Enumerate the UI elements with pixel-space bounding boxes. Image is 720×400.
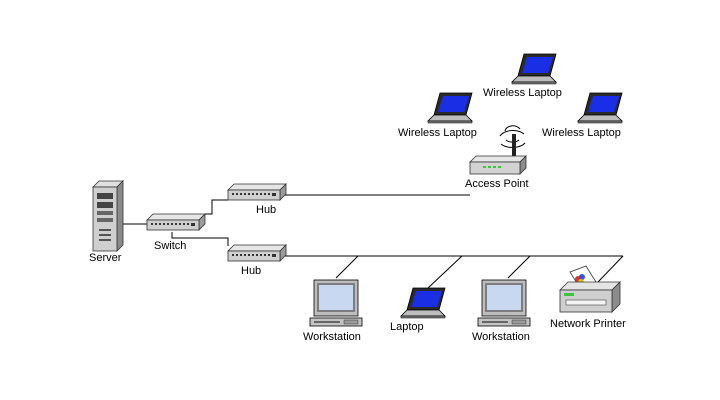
workstation-2-icon — [477, 279, 531, 327]
access-point-label: Access Point — [465, 178, 529, 190]
workstation-1-icon — [309, 279, 363, 327]
link-switch-hub-bottom — [171, 232, 229, 246]
switch-label: Switch — [154, 240, 187, 252]
network-printer-label: Network Printer — [550, 318, 626, 330]
laptop-label: Laptop — [390, 321, 424, 333]
network-printer-icon — [559, 265, 621, 313]
workstation-2-label: Workstation — [472, 331, 530, 343]
drop-workstation-1 — [335, 255, 359, 279]
server-icon — [92, 180, 124, 252]
laptop-icon — [400, 287, 446, 319]
connection-lines — [119, 194, 624, 289]
hub-top-icon — [227, 183, 287, 201]
wireless-laptop-left-icon — [427, 92, 473, 124]
link-server-switch — [119, 220, 148, 225]
wireless-laptop-top-icon — [511, 53, 557, 85]
drop-laptop — [427, 255, 463, 289]
hub-bottom-icon — [227, 244, 287, 262]
access-point-icon — [469, 125, 527, 175]
link-switch-hub-top — [205, 199, 228, 215]
drop-workstation-2 — [507, 255, 531, 279]
workstation-1-label: Workstation — [303, 331, 361, 343]
server-label: Server — [89, 252, 122, 264]
hub-top-label: Hub — [256, 204, 277, 216]
wireless-laptop-left-label: Wireless Laptop — [398, 127, 477, 139]
wireless-laptop-right-label: Wireless Laptop — [542, 127, 621, 139]
wireless-laptop-top-label: Wireless Laptop — [483, 87, 562, 99]
switch-icon — [146, 213, 206, 231]
drop-printer — [597, 255, 624, 283]
hub-bottom-label: Hub — [241, 265, 262, 277]
wireless-laptop-right-icon — [577, 92, 623, 124]
